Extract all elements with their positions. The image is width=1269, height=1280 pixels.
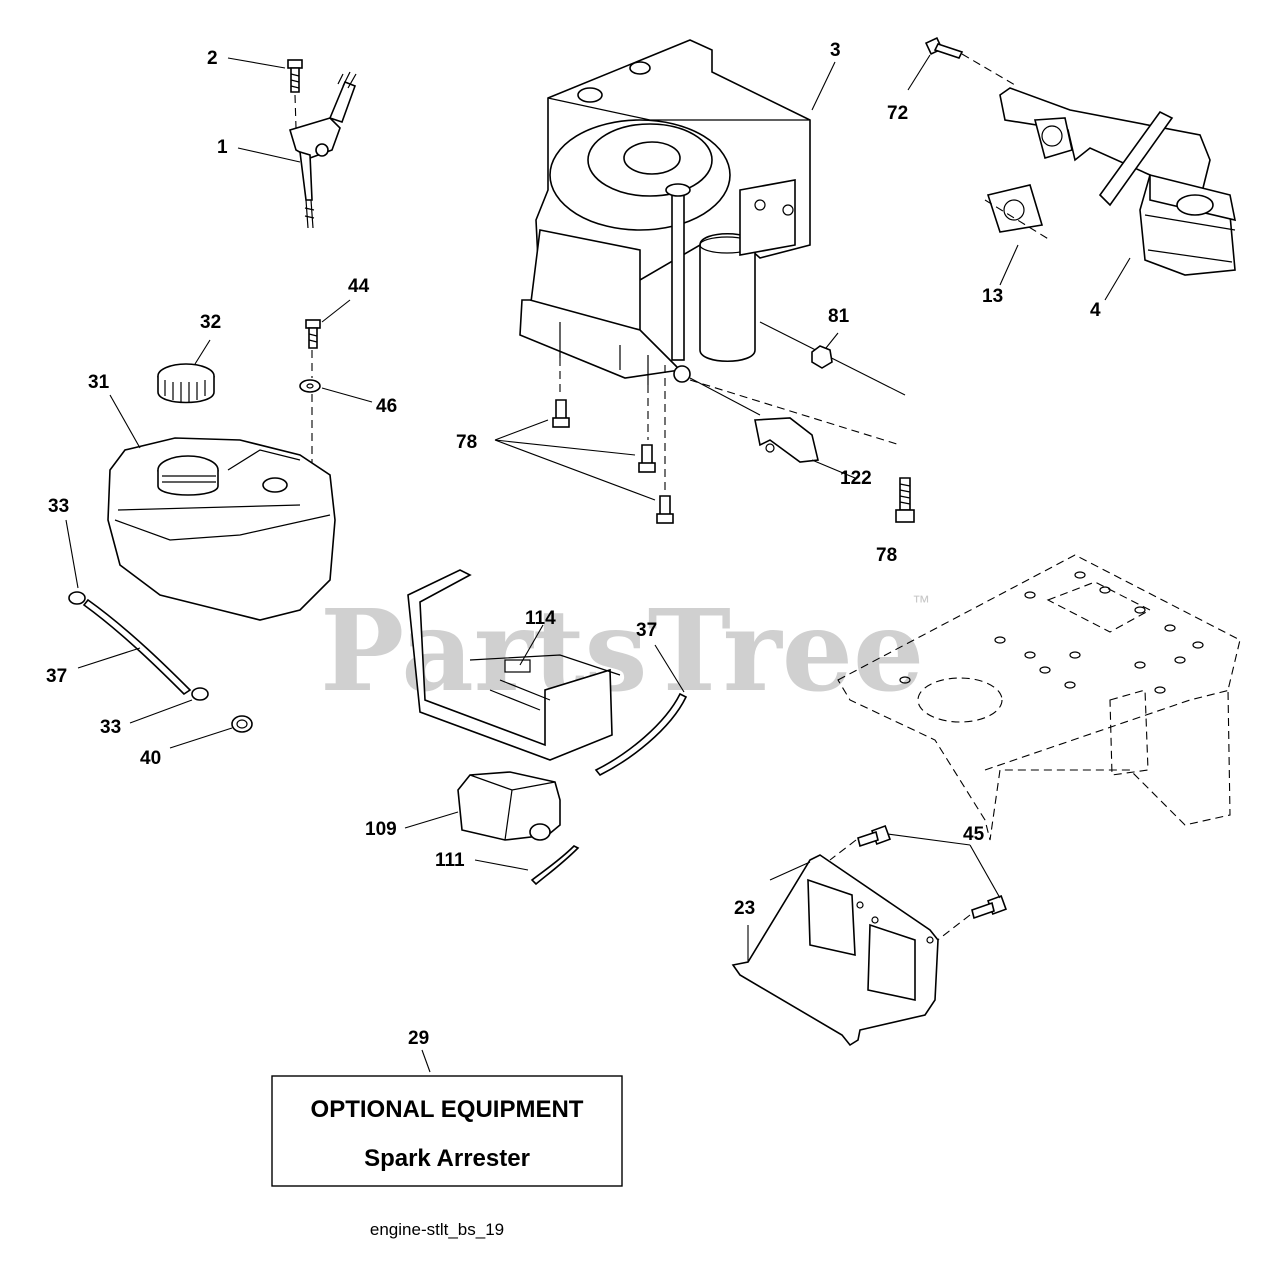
bolt-78-group[interactable]	[552, 399, 674, 524]
callout-3[interactable]: 3	[830, 40, 841, 61]
frame-part	[837, 554, 1241, 841]
optional-equipment-subtitle: Spark Arrester	[364, 1145, 530, 1172]
callout-37-left[interactable]: 37	[46, 666, 67, 687]
optional-equipment-box	[271, 1075, 623, 1187]
nut-81-part[interactable]	[811, 345, 833, 369]
callout-29[interactable]: 29	[408, 1028, 429, 1049]
callout-40[interactable]: 40	[140, 748, 161, 769]
engine-part[interactable]	[519, 39, 811, 385]
bracket-122-part[interactable]	[754, 417, 819, 463]
fuel-hose-37-right[interactable]	[594, 692, 688, 777]
callout-23[interactable]: 23	[734, 898, 755, 919]
throttle-control-part[interactable]	[289, 71, 357, 229]
bolt-45-top[interactable]	[857, 825, 891, 848]
callout-37-right[interactable]: 37	[636, 620, 657, 641]
callout-46[interactable]: 46	[376, 396, 397, 417]
callout-1[interactable]: 1	[217, 137, 228, 158]
muffler-part[interactable]	[999, 87, 1237, 276]
callout-33-bottom[interactable]: 33	[100, 717, 121, 738]
callout-72[interactable]: 72	[887, 103, 908, 124]
watermark-tm: ™	[912, 592, 930, 612]
bolt-45-bottom[interactable]	[971, 895, 1007, 920]
callout-114[interactable]: 114	[525, 608, 556, 629]
screw-44-part[interactable]	[305, 319, 321, 349]
gasket-part[interactable]	[986, 117, 1073, 233]
frame-holes	[899, 571, 1204, 694]
callout-122[interactable]: 122	[840, 468, 872, 489]
washer-46-part[interactable]	[299, 379, 321, 393]
clamp-33-bottom[interactable]	[191, 687, 209, 701]
screw-part[interactable]	[287, 59, 303, 93]
callout-78-left[interactable]: 78	[456, 432, 477, 453]
fuel-cap-part[interactable]	[157, 363, 215, 404]
screw-72-part[interactable]	[924, 36, 964, 59]
callout-31[interactable]: 31	[88, 372, 110, 393]
spark-arrester-part[interactable]	[457, 771, 561, 841]
cover-plate-part[interactable]	[731, 854, 939, 1047]
hose-111-part[interactable]	[530, 845, 580, 886]
callout-4[interactable]: 4	[1090, 300, 1101, 321]
optional-equipment-title: OPTIONAL EQUIPMENT	[311, 1096, 584, 1123]
callout-109[interactable]: 109	[365, 819, 397, 840]
callout-81[interactable]: 81	[828, 306, 850, 327]
bolt-78-right[interactable]	[895, 477, 915, 523]
bracket-114-part[interactable]	[407, 569, 621, 761]
callout-32[interactable]: 32	[200, 312, 221, 333]
callout-78-right[interactable]: 78	[876, 545, 897, 566]
callout-44[interactable]: 44	[348, 276, 370, 297]
callout-33-top[interactable]: 33	[48, 496, 69, 517]
callout-111[interactable]: 111	[435, 850, 465, 871]
fuel-hose-37-left[interactable]	[82, 598, 192, 696]
diagram-id: engine-stlt_bs_19	[370, 1220, 504, 1239]
clamp-33-top[interactable]	[68, 591, 86, 605]
callout-2[interactable]: 2	[207, 48, 218, 69]
callout-45[interactable]: 45	[963, 824, 985, 845]
fuel-tank-part[interactable]	[107, 437, 336, 621]
ring-40-part[interactable]	[231, 715, 253, 733]
callout-13[interactable]: 13	[982, 286, 1003, 307]
